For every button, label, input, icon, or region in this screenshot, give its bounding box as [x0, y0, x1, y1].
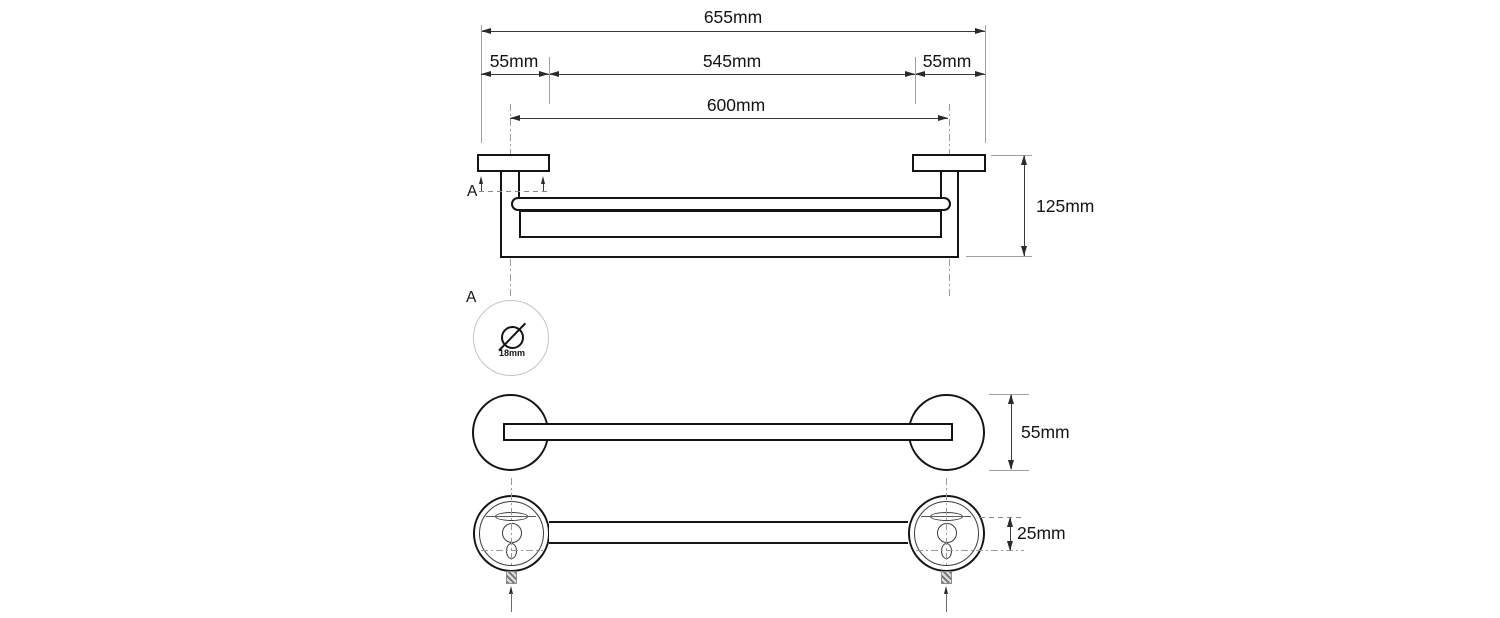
wall-plate-right [912, 154, 986, 172]
dim-line-segments [481, 73, 985, 75]
centerline-rear-left-vertical [511, 478, 512, 568]
dim-label-flange-left: 55mm [489, 51, 539, 71]
centerline-left-post-top [509, 104, 511, 154]
rear-towel-bar [519, 209, 942, 238]
dim-arrow [510, 114, 520, 121]
dim-label-tube-diameter: 18mm [498, 348, 526, 358]
extension-line-flange-left [548, 57, 550, 104]
screw-arrow-right [943, 586, 948, 594]
centerline-right-post-top [948, 104, 950, 154]
post-left-outer-line [500, 171, 503, 258]
screw-arrow-line-right [945, 593, 947, 612]
section-cut-line [479, 190, 548, 192]
dim-arrow [1006, 540, 1013, 551]
post-right-outer-line [956, 171, 959, 258]
dim-arrow [1007, 394, 1014, 405]
screw-arrow-left [508, 586, 513, 594]
dim-arrow [1006, 517, 1013, 527]
dim-arrow [915, 70, 925, 77]
dim-arrow-right [975, 27, 985, 34]
tube-section-circle [500, 325, 524, 349]
detail-a-label: A [466, 289, 477, 306]
extension-line-flange-right [914, 57, 916, 104]
centerline-left-post-bottom [509, 259, 511, 297]
dim-line-centers [510, 117, 948, 119]
post-right-inner-line [939, 171, 942, 210]
extension-line-height-bottom [966, 256, 1032, 258]
screw-arrow-line-left [510, 593, 512, 612]
centerline-rear-right-vertical [946, 478, 947, 568]
extension-line-depth-bottom [989, 469, 1029, 471]
detail-bubble-circle [473, 300, 549, 376]
extension-line-height-top [991, 154, 1032, 156]
dim-line-overall [481, 30, 985, 32]
top-view-bar [503, 423, 953, 441]
extension-line-depth-top [989, 393, 1029, 395]
dim-arrow [1020, 155, 1027, 165]
dim-arrow-left [481, 27, 491, 34]
dim-arrow [1007, 459, 1014, 470]
section-arrow-stem-right [543, 183, 544, 191]
dim-line-height [1023, 156, 1025, 256]
dim-label-flange-diameter: 55mm [1021, 422, 1070, 442]
centerline-rear-left-horizontal [481, 550, 543, 552]
dim-arrow [481, 70, 491, 77]
section-arrow-right [540, 176, 545, 184]
dim-label-hole-spacing: 25mm [1017, 523, 1066, 543]
extension-line-left-outer [480, 25, 482, 143]
dim-arrow [1020, 246, 1027, 256]
dim-line-depth [1010, 395, 1012, 469]
rear-view-bar [549, 520, 908, 544]
centerline-rear-right-horizontal [916, 550, 1024, 552]
dim-label-centers: 600mm [706, 95, 766, 115]
wall-plate-left [477, 154, 550, 172]
dim-label-span: 545mm [702, 51, 762, 71]
section-marker-label: A [467, 183, 478, 200]
section-arrow-left [478, 176, 483, 184]
dim-arrow [975, 70, 985, 77]
extension-line-right-outer [984, 25, 986, 143]
screw-right [940, 570, 952, 584]
dim-label-height: 125mm [1036, 196, 1095, 216]
dim-line-hole-spacing [1009, 518, 1011, 550]
dim-arrow [549, 70, 559, 77]
dim-label-overall-width: 655mm [703, 7, 763, 27]
centerline-right-post-bottom [948, 259, 950, 297]
post-left-inner-line [517, 171, 520, 210]
frame-bottom-rail [500, 255, 959, 258]
dim-label-flange-right: 55mm [922, 51, 972, 71]
dim-arrow [539, 70, 549, 77]
extension-line-hole-top [980, 517, 1024, 519]
dim-arrow [905, 70, 915, 77]
front-towel-bar [511, 197, 951, 211]
screw-left [505, 570, 517, 584]
dim-arrow [938, 114, 948, 121]
section-arrow-stem-left [481, 183, 482, 191]
